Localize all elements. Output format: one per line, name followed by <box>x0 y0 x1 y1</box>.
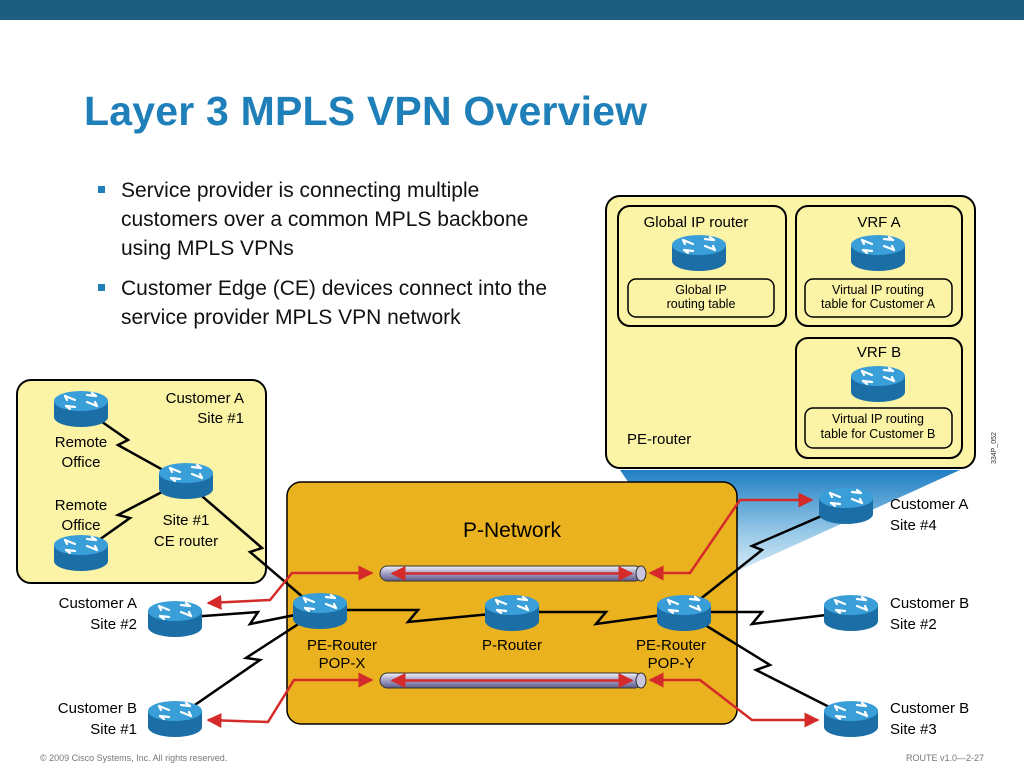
ca-site4-label-line2: Site #4 <box>890 517 937 534</box>
cb-site3-label-line1: Customer B <box>890 700 969 717</box>
ca-site1-label-line2: Site #1 <box>197 410 244 427</box>
ca-site2-label-line1: Customer A <box>59 595 137 612</box>
pe-x-label-line1: PE-Router <box>307 637 377 654</box>
bullet-text: Customer Edge (CE) devices connect into … <box>121 277 548 329</box>
pe-router-pop-y <box>655 593 713 633</box>
pe-router-pop-x <box>291 591 349 631</box>
vrf-b-panel <box>795 337 963 459</box>
vrf-b-label: VRF B <box>857 344 901 361</box>
cb-site1-label-line2: Site #1 <box>90 721 137 738</box>
serial-link <box>81 406 182 482</box>
slide-number-footer: ROUTE v1.0—2-27 <box>905 753 984 763</box>
global-table-line1: Global IP <box>675 283 726 297</box>
serial-link <box>175 608 321 626</box>
remote-office-1-line2: Office <box>62 454 101 471</box>
bullet-marker <box>98 186 105 193</box>
bullet-item: Service provider is connecting multiple … <box>96 176 576 263</box>
cb-site2-label-line1: Customer B <box>890 595 969 612</box>
route-to-ca-site2 <box>206 565 374 610</box>
route-to-cb-site1 <box>206 672 374 728</box>
slide-title: Layer 3 MPLS VPN Overview <box>84 88 648 134</box>
vrf-a-label: VRF A <box>857 214 900 231</box>
pe-x-label-line2: POP-X <box>319 655 366 672</box>
global-router-label: Global IP router <box>644 214 749 231</box>
vrf-a-panel <box>795 205 963 327</box>
global-table-line2: routing table <box>667 297 736 311</box>
bullet-marker <box>98 284 105 291</box>
vrf-a-table-box <box>804 278 953 318</box>
top-banner <box>0 0 1024 20</box>
cb-site1-label-line1: Customer B <box>58 700 137 717</box>
ce-router-line1: Site #1 <box>163 512 210 529</box>
customer-a-site4-router <box>817 486 875 526</box>
customer-b-site2-router <box>822 593 880 633</box>
ce-router-line2: CE router <box>154 533 218 550</box>
global-router-icon <box>670 233 728 273</box>
route-to-cb-site3 <box>648 672 820 728</box>
vrf-b-router-icon <box>849 364 907 404</box>
remote-office-1-line1: Remote <box>55 434 108 451</box>
vrf-b-table-line2: table for Customer B <box>821 427 936 441</box>
vrf-a-table-line2: table for Customer A <box>821 297 936 311</box>
ce-router-site1 <box>157 461 215 501</box>
ca-site2-label-line2: Site #2 <box>90 616 137 633</box>
p-network-title: P-Network <box>463 519 562 542</box>
copyright-footer: © 2009 Cisco Systems, Inc. All rights re… <box>40 753 228 763</box>
bullet-list: Service provider is connecting multiple … <box>96 176 576 343</box>
p-router-label: P-Router <box>482 637 542 654</box>
customer-b-site3-router <box>822 699 880 739</box>
remote-office-2-line2: Office <box>62 517 101 534</box>
pe-y-label-line2: POP-Y <box>648 655 695 672</box>
vrf-a-table-line1: Virtual IP routing <box>832 283 924 297</box>
ca-site1-label-line1: Customer A <box>166 390 244 407</box>
serial-link <box>512 610 685 626</box>
vrf-b-table-box <box>804 407 953 449</box>
remote-office-2-router <box>52 533 110 573</box>
remote-office-1-router <box>52 389 110 429</box>
serial-link <box>320 608 513 624</box>
route-to-ca-site4 <box>648 492 814 581</box>
vrf-a-router-icon <box>849 233 907 273</box>
customer-b-site1-router <box>146 699 204 739</box>
global-routing-table-box <box>627 278 775 318</box>
p-router <box>483 593 541 633</box>
global-router-panel <box>617 205 787 327</box>
serial-link <box>81 480 182 554</box>
cb-site3-label-line2: Site #3 <box>890 721 937 738</box>
bullet-item: Customer Edge (CE) devices connect into … <box>96 274 576 332</box>
figure-code: 334P_052 <box>991 432 998 464</box>
customer-a-site1-box <box>16 379 267 584</box>
vrf-b-table-line1: Virtual IP routing <box>832 412 924 426</box>
pe-router-detail-label: PE-router <box>627 431 691 448</box>
cb-site2-label-line2: Site #2 <box>890 616 937 633</box>
bullet-text: Service provider is connecting multiple … <box>121 179 529 260</box>
remote-office-2-line1: Remote <box>55 497 108 514</box>
serial-link <box>684 610 852 626</box>
pe-y-label-line1: PE-Router <box>636 637 706 654</box>
ca-site4-label-line1: Customer A <box>890 496 968 513</box>
customer-a-site2-router <box>146 599 204 639</box>
